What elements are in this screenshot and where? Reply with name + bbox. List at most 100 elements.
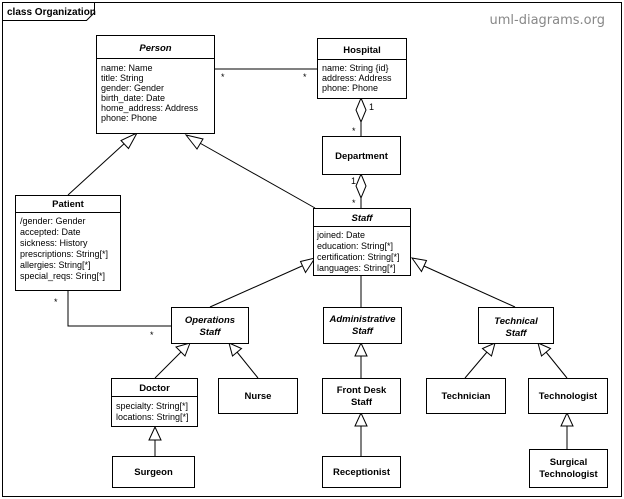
class-name: Receptionist <box>333 467 391 478</box>
class-name: Nurse <box>245 391 272 402</box>
class-name: Person <box>139 43 171 54</box>
generalization-arrowhead <box>354 411 368 427</box>
generalization-arrowhead <box>354 341 368 357</box>
generalization-staff-person <box>184 134 316 209</box>
class-name: Patient <box>52 199 85 210</box>
multiplicity-department-many: * <box>352 126 356 136</box>
multiplicity-hospital-end: * <box>303 72 307 82</box>
attribute: gender: Gender <box>101 83 164 93</box>
attribute: address: Address <box>322 73 392 83</box>
association-patient-operations <box>67 290 171 327</box>
attribute: allergies: String[*] <box>20 260 91 270</box>
class-name-line-1: Technical <box>494 316 538 327</box>
class-operations-staff[interactable]: Operations Staff <box>171 307 249 344</box>
class-name-line-2: Staff <box>506 328 528 339</box>
generalization-frontdesk-administrative <box>354 341 368 378</box>
attribute: /gender: Gender <box>20 216 86 226</box>
frame-title: class Organization <box>7 7 96 18</box>
generalization-arrowhead <box>175 342 191 357</box>
watermark-text: uml-diagrams.org <box>490 13 606 28</box>
class-name-line-2: Staff <box>200 327 222 338</box>
generalization-technician-technical <box>464 342 496 379</box>
class-surgical-technologist[interactable]: Surgical Technologist <box>529 449 608 488</box>
attribute: home_address: Address <box>101 103 199 113</box>
attribute: name: Name <box>101 63 153 73</box>
generalization-surgicaltech-technologist <box>560 411 574 449</box>
attribute: special_reqs: Sring[*] <box>20 271 105 281</box>
class-receptionist[interactable]: Receptionist <box>322 456 401 488</box>
class-staff[interactable]: Staff joined: Date education: String[*] … <box>313 208 411 276</box>
attribute: certification: String[*] <box>317 252 400 262</box>
class-front-desk-staff[interactable]: Front Desk Staff <box>322 378 401 414</box>
generalization-technical-staff <box>410 257 516 308</box>
generalization-receptionist-frontdesk <box>354 411 368 456</box>
multiplicity-department-staff-1: 1 <box>351 176 356 186</box>
multiplicity-person-end: * <box>221 72 225 82</box>
generalization-arrowhead <box>120 131 139 150</box>
generalization-arrowhead <box>410 257 428 273</box>
generalization-arrowhead <box>537 342 552 357</box>
attribute-list: name: Name title: String gender: Gender … <box>101 63 199 123</box>
class-surgeon[interactable]: Surgeon <box>112 456 195 488</box>
attribute: sickness: History <box>20 238 88 248</box>
aggregation-diamond <box>355 96 367 124</box>
class-technician[interactable]: Technician <box>426 378 506 414</box>
multiplicity-staff-many: * <box>352 198 356 208</box>
class-technologist[interactable]: Technologist <box>528 378 608 414</box>
aggregation-department-staff <box>355 172 367 208</box>
multiplicity-hospital-department-1: 1 <box>369 102 374 112</box>
generalization-arrowhead <box>299 257 317 274</box>
attribute: title: String <box>101 73 144 83</box>
class-name-line-2: Staff <box>352 326 374 337</box>
generalization-arrowhead <box>228 342 243 357</box>
class-name: Hospital <box>343 45 380 56</box>
class-name-line-1: Operations <box>185 315 235 326</box>
class-person[interactable]: Person name: Name title: String gender: … <box>96 35 215 134</box>
class-name-line-1: Administrative <box>329 314 397 325</box>
generalization-technologist-technical <box>537 342 568 379</box>
attribute: locations: String[*] <box>116 412 189 422</box>
class-name-line-2: Technologist <box>539 469 598 480</box>
generalization-arrowhead <box>481 342 496 357</box>
attribute: specialty: String[*] <box>116 401 188 411</box>
attribute: accepted: Date <box>20 227 81 237</box>
generalization-doctor-operations <box>154 342 191 379</box>
class-technical-staff[interactable]: Technical Staff <box>478 307 554 344</box>
class-hospital[interactable]: Hospital name: String {id} address: Addr… <box>317 38 407 99</box>
class-nurse[interactable]: Nurse <box>218 378 298 414</box>
attribute: name: String {id} <box>322 63 389 73</box>
attribute: languages: String[*] <box>317 263 396 273</box>
class-name-line-2: Staff <box>351 397 373 408</box>
multiplicity-operations-end: * <box>150 330 154 340</box>
class-name-line-1: Front Desk <box>337 385 387 396</box>
class-name: Surgeon <box>134 467 173 478</box>
class-department[interactable]: Department <box>322 136 401 175</box>
generalization-surgeon-doctor <box>148 425 162 456</box>
class-doctor[interactable]: Doctor specialty: String[*] locations: S… <box>111 378 198 427</box>
class-name: Department <box>335 151 389 162</box>
class-administrative-staff[interactable]: Administrative Staff <box>323 307 402 344</box>
aggregation-hospital-department <box>355 96 367 136</box>
attribute: education: String[*] <box>317 241 393 251</box>
generalization-arrowhead <box>148 425 162 441</box>
class-name: Staff <box>352 213 374 224</box>
class-name: Doctor <box>139 383 170 394</box>
attribute: prescriptions: String[*] <box>20 249 108 259</box>
attribute: birth_date: Date <box>101 93 165 103</box>
multiplicity-patient-end: * <box>54 297 58 307</box>
generalization-nurse-operations <box>228 342 259 379</box>
class-name: Technician <box>442 391 491 402</box>
attribute: phone: Phone <box>101 113 157 123</box>
attribute: joined: Date <box>316 230 365 240</box>
generalization-arrowhead <box>560 411 574 427</box>
class-name: Technologist <box>539 391 598 402</box>
attribute: phone: Phone <box>322 83 378 93</box>
class-name-line-1: Surgical <box>550 457 588 468</box>
generalization-operations-staff <box>209 257 317 308</box>
aggregation-diamond <box>355 172 367 200</box>
generalization-patient-person <box>67 131 139 196</box>
class-patient[interactable]: Patient /gender: Gender accepted: Date s… <box>15 195 121 291</box>
generalization-arrowhead <box>184 134 204 150</box>
